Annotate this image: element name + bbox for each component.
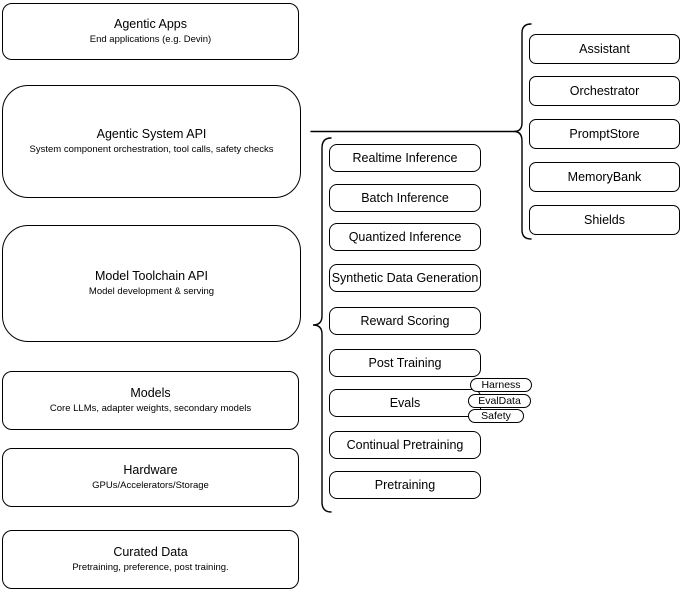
- node-agentic-system-api: Agentic System API System component orch…: [2, 85, 301, 198]
- node-label: Orchestrator: [569, 84, 640, 98]
- node-orchestrator: Orchestrator: [529, 76, 680, 106]
- node-post-training: Post Training: [329, 349, 481, 377]
- node-title: Agentic Apps: [114, 17, 187, 31]
- node-quantized-inference: Quantized Inference: [329, 223, 481, 251]
- node-models: Models Core LLMs, adapter weights, secon…: [2, 371, 299, 430]
- node-subtitle: System component orchestration, tool cal…: [29, 144, 274, 155]
- node-label: Realtime Inference: [352, 151, 458, 165]
- node-label: Shields: [584, 213, 625, 227]
- node-pretraining: Pretraining: [329, 471, 481, 499]
- node-label: MemoryBank: [567, 170, 642, 184]
- node-label: Quantized Inference: [348, 230, 462, 244]
- node-synthetic-data-generation: Synthetic Data Generation: [329, 264, 481, 292]
- badge-evaldata: EvalData: [468, 394, 531, 408]
- node-promptstore: PromptStore: [529, 119, 680, 149]
- node-label: Continual Pretraining: [346, 438, 464, 452]
- node-memorybank: MemoryBank: [529, 162, 680, 192]
- node-title: Agentic System API: [96, 127, 207, 141]
- badge-label: EvalData: [478, 395, 521, 407]
- node-shields: Shields: [529, 205, 680, 235]
- node-subtitle: Pretraining, preference, post training.: [72, 562, 229, 573]
- node-title: Curated Data: [113, 545, 188, 559]
- node-title: Models: [130, 386, 171, 400]
- node-subtitle: GPUs/Accelerators/Storage: [92, 480, 209, 491]
- node-continual-pretraining: Continual Pretraining: [329, 431, 481, 459]
- node-label: PromptStore: [569, 127, 640, 141]
- node-realtime-inference: Realtime Inference: [329, 144, 481, 172]
- badge-label: Safety: [481, 410, 511, 422]
- node-label: Batch Inference: [361, 191, 449, 205]
- node-reward-scoring: Reward Scoring: [329, 307, 481, 335]
- node-title: Hardware: [123, 463, 178, 477]
- badge-label: Harness: [481, 379, 521, 391]
- toolchain-brace: [312, 137, 332, 513]
- node-batch-inference: Batch Inference: [329, 184, 481, 212]
- node-subtitle: End applications (e.g. Devin): [89, 34, 212, 45]
- node-model-toolchain-api: Model Toolchain API Model development & …: [2, 225, 301, 342]
- badge-safety: Safety: [468, 409, 524, 423]
- node-label: Pretraining: [374, 478, 436, 492]
- node-agentic-apps: Agentic Apps End applications (e.g. Devi…: [2, 3, 299, 60]
- node-label: Evals: [389, 396, 421, 410]
- node-label: Post Training: [368, 356, 442, 370]
- node-label: Assistant: [579, 42, 630, 56]
- node-subtitle: Model development & serving: [88, 286, 215, 297]
- node-evals: Evals: [329, 389, 481, 417]
- node-label: Synthetic Data Generation: [331, 271, 479, 285]
- node-subtitle: Core LLMs, adapter weights, secondary mo…: [49, 403, 252, 414]
- node-title: Model Toolchain API: [94, 269, 209, 283]
- node-curated-data: Curated Data Pretraining, preference, po…: [2, 530, 299, 589]
- node-label: Reward Scoring: [360, 314, 450, 328]
- badge-harness: Harness: [470, 378, 532, 392]
- node-hardware: Hardware GPUs/Accelerators/Storage: [2, 448, 299, 507]
- node-assistant: Assistant: [529, 34, 680, 64]
